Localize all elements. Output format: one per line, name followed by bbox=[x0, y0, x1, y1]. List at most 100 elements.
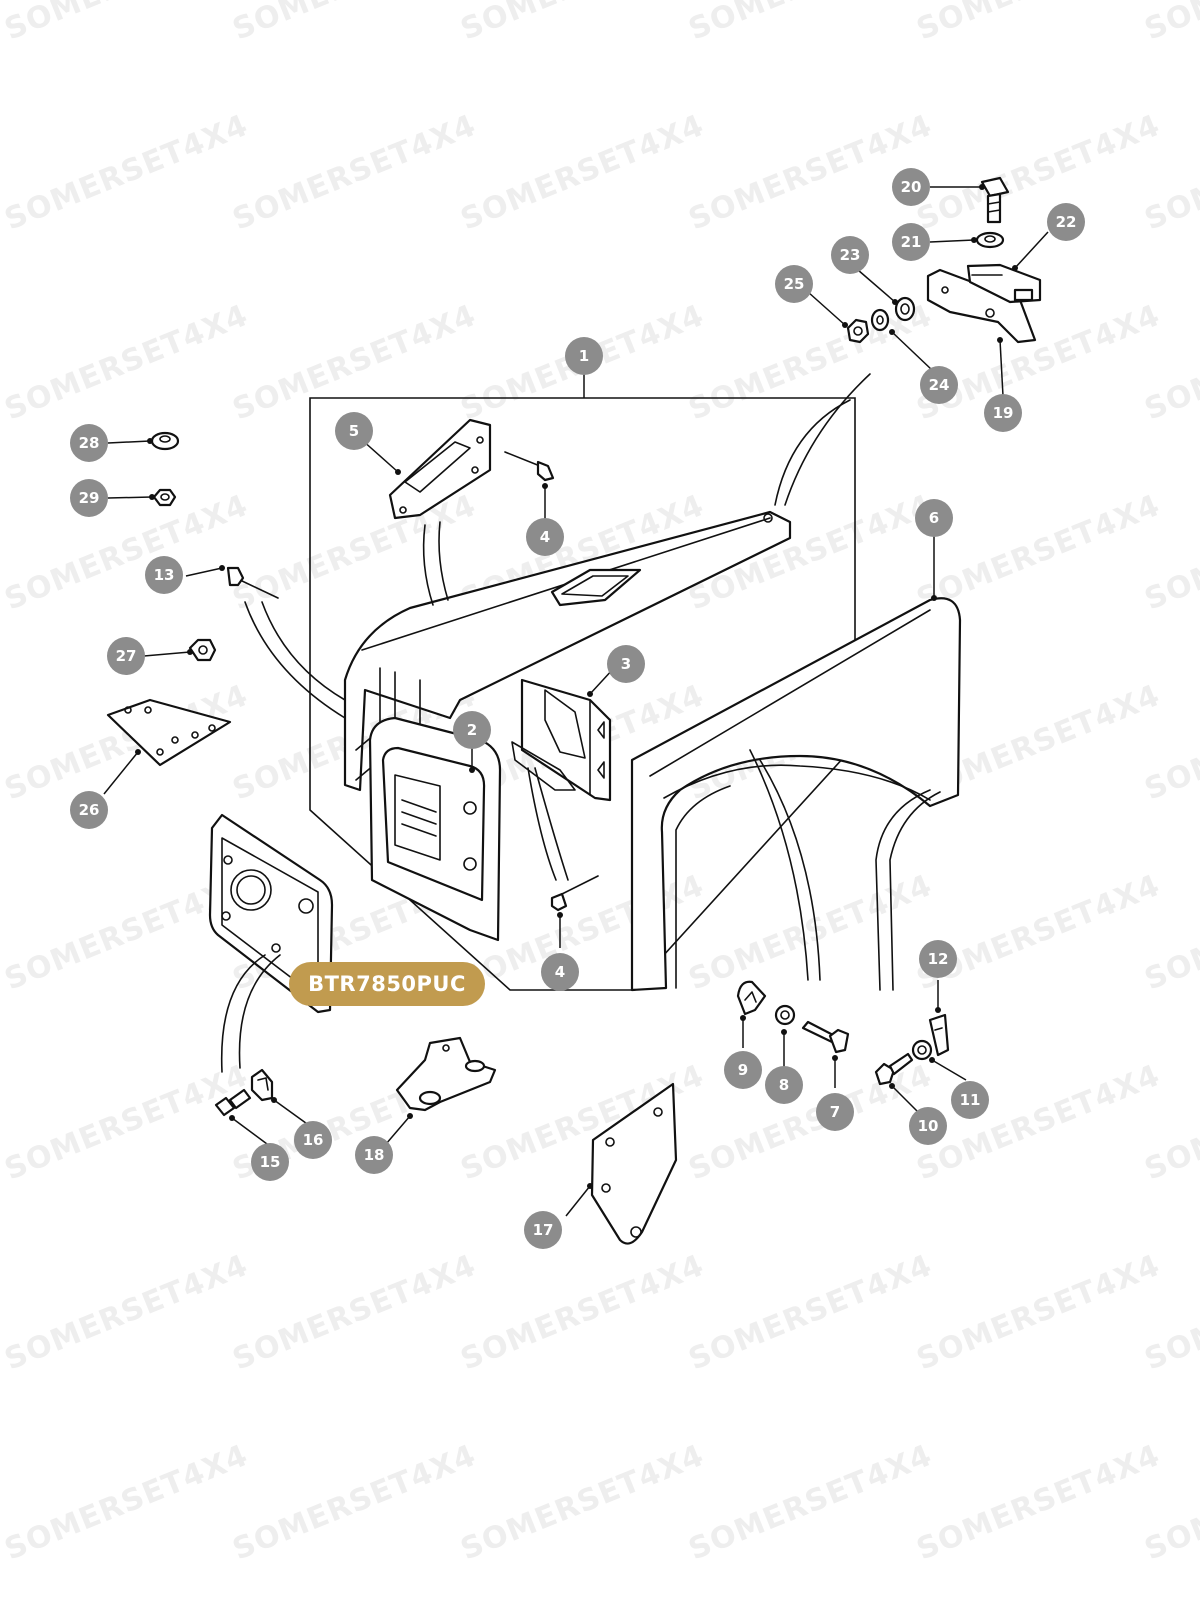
fuel-filler-plate bbox=[208, 813, 334, 1073]
hinge-plate bbox=[106, 698, 232, 767]
nut-small bbox=[152, 488, 177, 507]
callout-label: 29 bbox=[79, 489, 100, 507]
callout-label: 27 bbox=[116, 647, 137, 665]
callout-label: 2 bbox=[467, 721, 477, 739]
mounting-bracket-18 bbox=[395, 1036, 497, 1112]
mounting-plate-17 bbox=[590, 1082, 678, 1245]
highlighted-part-badge[interactable]: BTR7850PUC bbox=[289, 962, 485, 1006]
callout-19[interactable]: 19 bbox=[984, 394, 1022, 432]
callout-18[interactable]: 18 bbox=[355, 1136, 393, 1174]
callout-29[interactable]: 29 bbox=[70, 479, 108, 517]
callout-8[interactable]: 8 bbox=[765, 1066, 803, 1104]
callout-label: 25 bbox=[784, 275, 805, 293]
callout-3[interactable]: 3 bbox=[607, 645, 645, 683]
washer bbox=[150, 431, 180, 451]
part-badge-background bbox=[289, 962, 485, 1006]
bolt-15 bbox=[214, 1088, 252, 1117]
callout-16[interactable]: 16 bbox=[294, 1121, 332, 1159]
callout-4-bottom[interactable]: 4 bbox=[541, 953, 579, 991]
callout-26[interactable]: 26 bbox=[70, 791, 108, 829]
watermark-text: SOMERSET4X4 bbox=[228, 488, 481, 617]
watermark-text: SOMERSET4X4 bbox=[456, 0, 709, 47]
guide-line bbox=[774, 399, 851, 506]
callout-label: 4 bbox=[555, 963, 565, 981]
hinge-bracket bbox=[388, 418, 492, 606]
watermark-text: SOMERSET4X4 bbox=[0, 488, 253, 617]
washer-23 bbox=[894, 296, 916, 322]
callout-label: 28 bbox=[79, 434, 100, 452]
clip-12 bbox=[928, 1013, 950, 1057]
callout-24[interactable]: 24 bbox=[920, 366, 958, 404]
nut-25 bbox=[846, 318, 870, 344]
callout-4-top[interactable]: 4 bbox=[526, 518, 564, 556]
callout-13[interactable]: 13 bbox=[145, 556, 183, 594]
callout-label: 5 bbox=[349, 422, 359, 440]
watermark-text: SOMERSET4X4 bbox=[0, 678, 253, 807]
watermark-text: SOMERSET4X4 bbox=[912, 1058, 1165, 1187]
watermark-text: SOMERSET4X4 bbox=[912, 108, 1165, 237]
watermark-text: SOMERSET4X4 bbox=[0, 108, 253, 237]
callout-label: 10 bbox=[918, 1117, 939, 1135]
callout-17[interactable]: 17 bbox=[524, 1211, 562, 1249]
callout-7[interactable]: 7 bbox=[816, 1093, 854, 1131]
bolt-20 bbox=[980, 176, 1010, 224]
callout-label: 7 bbox=[830, 1103, 840, 1121]
watermark-text: SOMERSET4X4 bbox=[456, 1248, 709, 1377]
watermark-text: SOMERSET4X4 bbox=[1140, 0, 1200, 47]
callout-label: 20 bbox=[901, 178, 922, 196]
guide-line bbox=[759, 759, 821, 981]
callout-label: 6 bbox=[929, 509, 939, 527]
guide-line bbox=[527, 767, 557, 881]
watermark-text: SOMERSET4X4 bbox=[228, 1248, 481, 1377]
watermark-text: SOMERSET4X4 bbox=[228, 1438, 481, 1567]
valance-bracket bbox=[511, 678, 612, 802]
callout-22[interactable]: 22 bbox=[1047, 203, 1085, 241]
watermark-text: SOMERSET4X4 bbox=[228, 0, 481, 47]
watermark-text: SOMERSET4X4 bbox=[228, 108, 481, 237]
watermark-text: SOMERSET4X4 bbox=[0, 1058, 253, 1187]
callout-10[interactable]: 10 bbox=[909, 1107, 947, 1145]
callout-label: 8 bbox=[779, 1076, 789, 1094]
callout-9[interactable]: 9 bbox=[724, 1051, 762, 1089]
callout-12[interactable]: 12 bbox=[919, 940, 957, 978]
callout-20[interactable]: 20 bbox=[892, 168, 930, 206]
callout-label: 18 bbox=[364, 1146, 385, 1164]
bolt-7 bbox=[801, 1020, 850, 1054]
wing-outer-panel bbox=[630, 597, 962, 992]
callout-label: 17 bbox=[533, 1221, 554, 1239]
washer-21 bbox=[975, 231, 1005, 249]
callout-label: 21 bbox=[901, 233, 922, 251]
callout-28[interactable]: 28 bbox=[70, 424, 108, 462]
watermark-text: SOMERSET4X4 bbox=[912, 868, 1165, 997]
callout-label: 15 bbox=[260, 1153, 281, 1171]
hinge-bracket-19-22 bbox=[926, 263, 1042, 344]
watermark-text: SOMERSET4X4 bbox=[912, 1248, 1165, 1377]
callout-label: 12 bbox=[928, 950, 949, 968]
callout-6[interactable]: 6 bbox=[915, 499, 953, 537]
callout-1[interactable]: 1 bbox=[565, 337, 603, 375]
bolt-10 bbox=[874, 1052, 914, 1086]
leader-dots bbox=[135, 184, 1018, 1189]
callout-label: 4 bbox=[540, 528, 550, 546]
clip-nut-16 bbox=[250, 1068, 274, 1102]
callout-2[interactable]: 2 bbox=[453, 711, 491, 749]
watermark-text: SOMERSET4X4 bbox=[684, 1058, 937, 1187]
washer-11 bbox=[911, 1039, 933, 1061]
callout-25[interactable]: 25 bbox=[775, 265, 813, 303]
watermark-text: SOMERSET4X4 bbox=[684, 868, 937, 997]
callout-23[interactable]: 23 bbox=[831, 236, 869, 274]
guide-line bbox=[749, 749, 809, 981]
callout-label: 9 bbox=[738, 1061, 748, 1079]
callout-27[interactable]: 27 bbox=[107, 637, 145, 675]
callout-5[interactable]: 5 bbox=[335, 412, 373, 450]
watermark-text: SOMERSET4X4 bbox=[684, 0, 937, 47]
hex-nut-large bbox=[188, 638, 217, 662]
callout-label: 13 bbox=[154, 566, 175, 584]
callout-15[interactable]: 15 bbox=[251, 1143, 289, 1181]
leader-lines bbox=[103, 186, 1049, 1217]
callout-11[interactable]: 11 bbox=[951, 1081, 989, 1119]
rivet-top bbox=[504, 451, 555, 482]
rivet-lower bbox=[550, 875, 599, 912]
callout-21[interactable]: 21 bbox=[892, 223, 930, 261]
watermark-text: SOMERSET4X4 bbox=[912, 1438, 1165, 1567]
